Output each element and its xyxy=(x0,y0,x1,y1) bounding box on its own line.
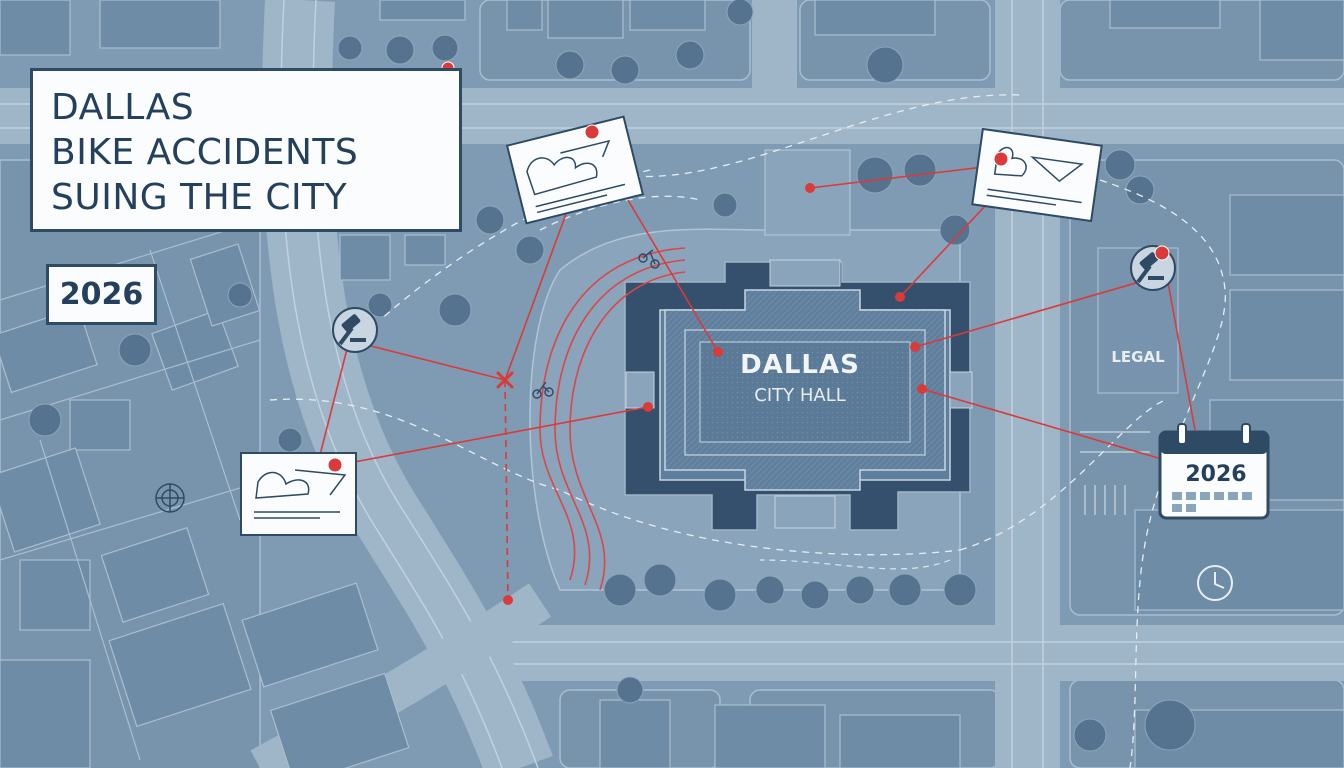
accident-sketch-icon xyxy=(971,127,1103,223)
city-hall-building xyxy=(624,259,973,531)
clock-icon xyxy=(1197,565,1233,601)
city-hall-subtitle: CITY HALL xyxy=(754,385,846,406)
accident-sketch-icon xyxy=(505,115,645,225)
year-badge: 2026 xyxy=(46,264,157,325)
title-line-1: DALLAS xyxy=(51,87,195,128)
trees xyxy=(28,0,1196,752)
title-card: DALLAS BIKE ACCIDENTS SUING THE CITY xyxy=(30,68,462,232)
bicycle-icon xyxy=(155,483,185,513)
bike-lane xyxy=(539,247,686,591)
red-dots xyxy=(503,183,927,605)
bicycle-icon xyxy=(532,381,554,399)
cross-mark-icon xyxy=(496,371,514,389)
city-hall-name: DALLAS xyxy=(740,350,860,380)
legal-building-label: LEGAL xyxy=(1111,348,1165,366)
title-line-2: BIKE ACCIDENTS xyxy=(51,132,359,173)
gavel-icon xyxy=(332,307,378,353)
dashed-paths xyxy=(269,94,1226,768)
bicycle-icon xyxy=(638,249,660,269)
calendar-year: 2026 xyxy=(1185,462,1247,487)
title-line-3: SUING THE CITY xyxy=(51,177,348,218)
calendar-icon xyxy=(1158,423,1270,520)
